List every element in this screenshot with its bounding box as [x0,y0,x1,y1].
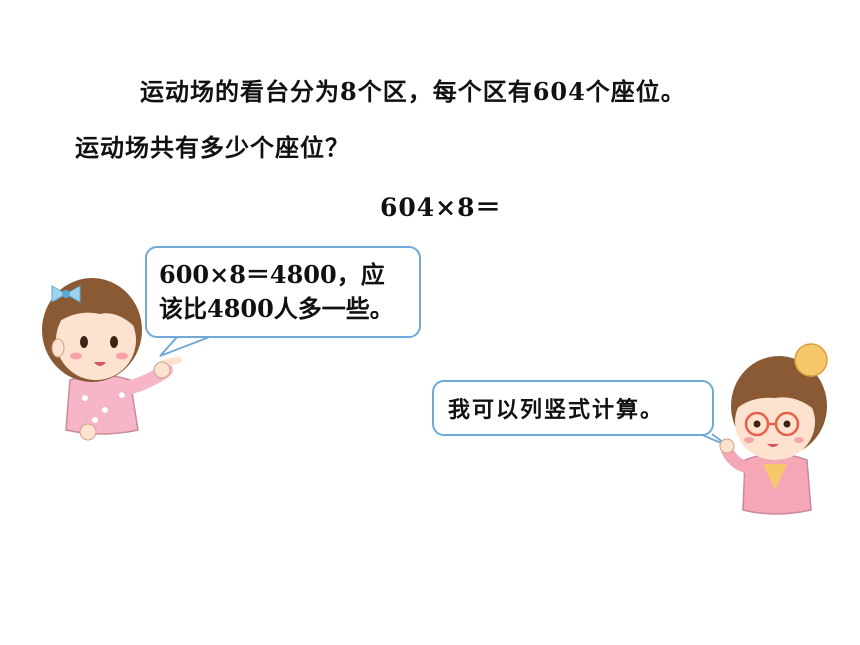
boy-bubble-tail [699,433,729,447]
girl-character-illustration [42,278,182,441]
girl-bubble-tail [159,335,213,357]
girl-speech-bubble: 600×8＝4800，应 该比4800人多一些。 [145,246,421,338]
equation: 604×8＝ [380,193,502,222]
problem-question: 运动场共有多少个座位？ [75,133,350,162]
girl-speech-line-1: 600×8＝4800，应 [159,260,385,289]
girl-speech-line-2: 该比4800人多一些。 [159,294,394,323]
problem-line-1: 运动场的看台分为8个区，每个区有604个座位。 [140,77,686,106]
boy-speech-bubble: 我可以列竖式计算。 [432,380,714,436]
boy-character-illustration [719,343,828,515]
boy-speech-text: 我可以列竖式计算。 [448,397,665,423]
